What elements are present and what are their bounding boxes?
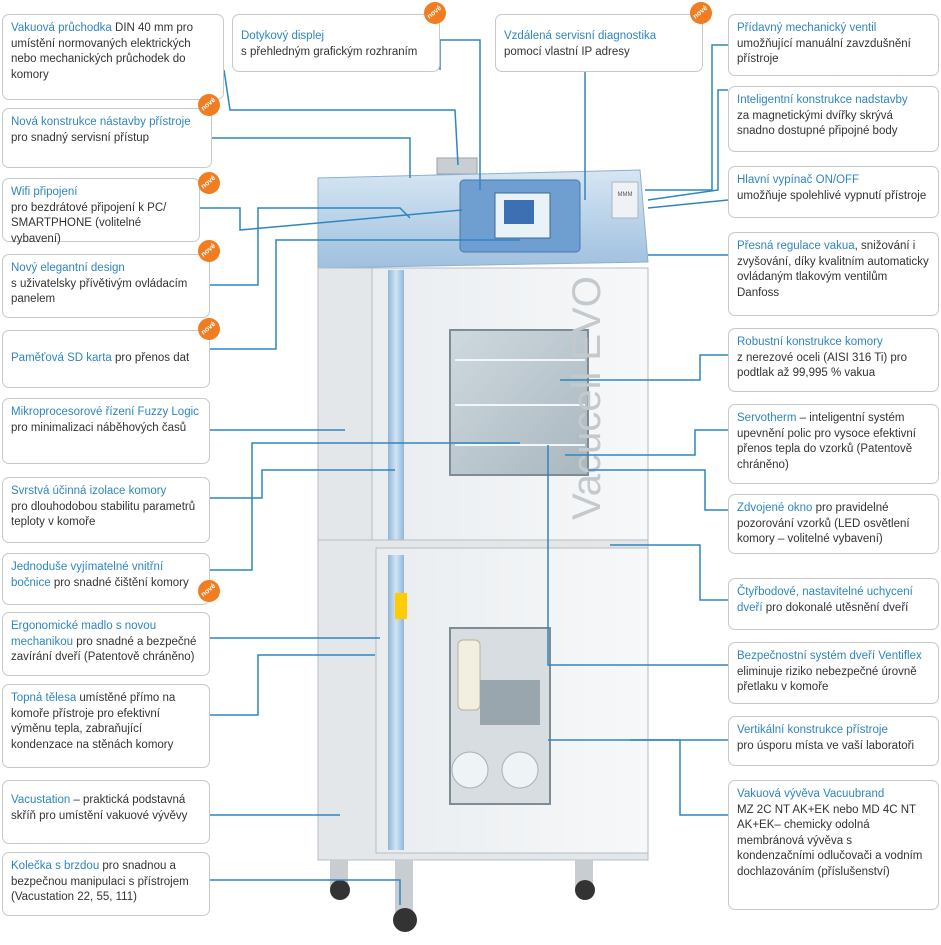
vacuum-port: [436, 157, 478, 175]
wheel: [393, 908, 417, 932]
callout-mechanicky-ventil: Přídavný mechanický ventil umožňující ma…: [728, 14, 939, 76]
callout-wifi: Wifi připojení pro bezdrátové připojení …: [2, 178, 200, 245]
callout-vertikalni-konstrukce: Vertikální konstrukce přístroje pro úspo…: [728, 716, 939, 766]
callout-izolace: Svrstvá účinná izolace komory pro dlouho…: [2, 477, 210, 543]
callout-ventiflex: Bezpečnostní systém dveří Ventiflex elim…: [728, 642, 939, 704]
wheel: [330, 880, 350, 900]
callout-madlo: Ergonomické madlo s novou mechanikou pro…: [2, 612, 210, 676]
brand-label: MMM: [618, 192, 633, 198]
callout-kolecka: Kolečka s brzdou pro snadnou a bezpečnou…: [2, 852, 210, 916]
callout-sd-karta: Paměťová SD karta pro přenos dat: [2, 330, 210, 388]
callout-dotykovy-displej: Dotykový displej s přehledným grafickým …: [232, 14, 440, 72]
callout-regulace-vakua: Přesná regulace vakua, snižování i zvyšo…: [728, 232, 939, 316]
callout-konstrukce-nadstavby: Inteligentní konstrukce nadstavby za mag…: [728, 86, 939, 152]
callout-zdvojene-okno: Zdvojené okno pro pravidelné pozorování …: [728, 494, 939, 554]
callout-hlavni-vypinac: Hlavní vypínač ON/OFF umožňuje spolehliv…: [728, 166, 939, 218]
callout-uchyceni-dveri: Čtyřbodové, nastavitelné uchycení dveří …: [728, 578, 939, 630]
wheel: [575, 880, 595, 900]
product-logo: Vacucell EVO: [565, 276, 609, 520]
callout-fuzzy-logic: Mikroprocesorové řízení Fuzzy Logic pro …: [2, 398, 210, 464]
callout-topna-telesa: Topná tělesa umístěné přímo na komoře př…: [2, 684, 210, 768]
side-label-plate: [611, 181, 639, 219]
callout-robustni-komora: Robustní konstrukce komory z nerezové oc…: [728, 328, 939, 392]
door-handle[interactable]: [388, 270, 404, 555]
callout-servotherm: Servotherm – inteligentní systém upevněn…: [728, 404, 939, 484]
callout-nova-konstrukce-nastavby: Nová konstrukce nástavby přístroje pro s…: [2, 108, 212, 168]
callout-vakuova-pruchodka: Vakuová průchodka DIN 40 mm pro umístění…: [2, 14, 224, 100]
warning-label: [395, 593, 407, 619]
callout-vacustation: Vacustation – praktická podstavná skříň …: [2, 780, 210, 844]
callout-design: Nový elegantní design s uživatelsky přív…: [2, 254, 210, 318]
callout-servisni-diagnostika: Vzdálená servisní diagnostika pomocí vla…: [495, 14, 703, 72]
callout-vakuova-vyveva: Vakuová vývěva Vacuubrand MZ 2C NT AK+EK…: [728, 780, 939, 910]
callout-bocnice: Jednoduše vyjímatelné vnitřní bočnice pr…: [2, 553, 210, 605]
